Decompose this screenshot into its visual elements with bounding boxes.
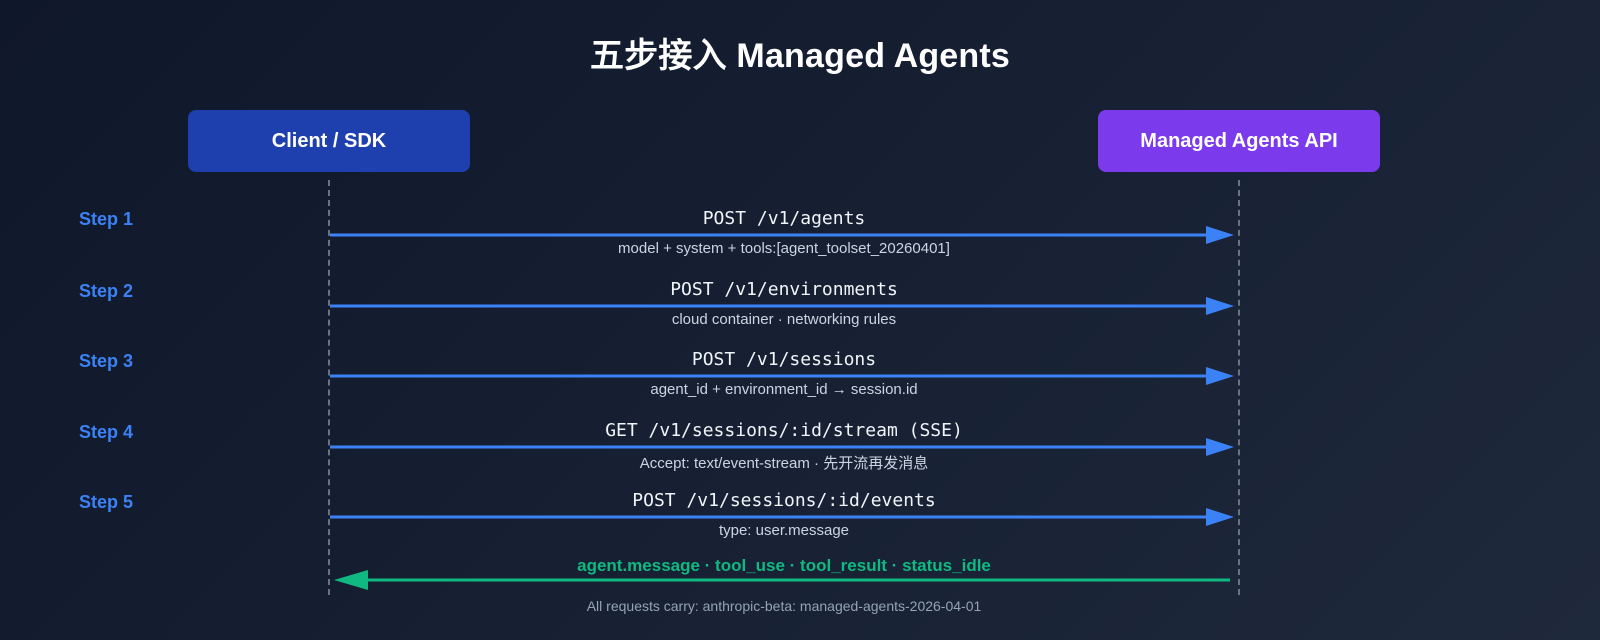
- actor-managed-agents-api: Managed Agents API: [1098, 110, 1380, 172]
- step-1-arrow: [330, 225, 1238, 245]
- step-4-request: GET /v1/sessions/:id/stream (SSE): [605, 420, 963, 441]
- actor-client-sdk: Client / SDK: [188, 110, 470, 172]
- actor-client-label: Client / SDK: [271, 129, 387, 152]
- step-5-detail: type: user.message: [718, 522, 850, 539]
- actor-api-label: Managed Agents API: [1140, 129, 1338, 152]
- step-2-request: POST /v1/environments: [670, 279, 898, 300]
- step-5-label: Step 5: [79, 492, 134, 512]
- step-4-arrow: [330, 437, 1238, 457]
- step-5-request: POST /v1/sessions/:id/events: [632, 490, 936, 511]
- footer-note: All requests carry: anthropic-beta: mana…: [586, 598, 982, 614]
- step-3-label: Step 3: [79, 351, 134, 371]
- arrow-right-icon: [330, 438, 1234, 456]
- step-1-label: Step 1: [79, 209, 134, 229]
- response-events-label: agent.message · tool_use · tool_result ·…: [577, 556, 991, 575]
- step-3-arrow: [330, 366, 1238, 386]
- step-4-label: Step 4: [79, 422, 134, 442]
- client-lifeline: [328, 180, 330, 595]
- arrow-right-icon: [330, 508, 1234, 526]
- step-1-detail: model + system + tools:[agent_toolset_20…: [618, 240, 950, 257]
- step-5-arrow: [330, 507, 1238, 527]
- step-2-arrow: [330, 296, 1238, 316]
- api-lifeline: [1238, 180, 1240, 595]
- arrow-right-icon: [330, 367, 1234, 385]
- step-2-label: Step 2: [79, 281, 134, 301]
- response-arrow: [332, 568, 1232, 592]
- step-4-detail: Accept: text/event-stream · 先开流再发消息: [639, 455, 929, 472]
- step-3-request: POST /v1/sessions: [691, 349, 877, 370]
- arrow-right-icon: [330, 297, 1234, 315]
- step-2-detail: cloud container · networking rules: [671, 311, 897, 328]
- diagram-title: 五步接入 Managed Agents: [589, 37, 1011, 75]
- step-3-detail: agent_id + environment_id → session.id: [650, 381, 918, 398]
- step-1-request: POST /v1/agents: [702, 208, 866, 229]
- arrow-left-icon: [334, 570, 1230, 590]
- arrow-right-icon: [330, 226, 1234, 244]
